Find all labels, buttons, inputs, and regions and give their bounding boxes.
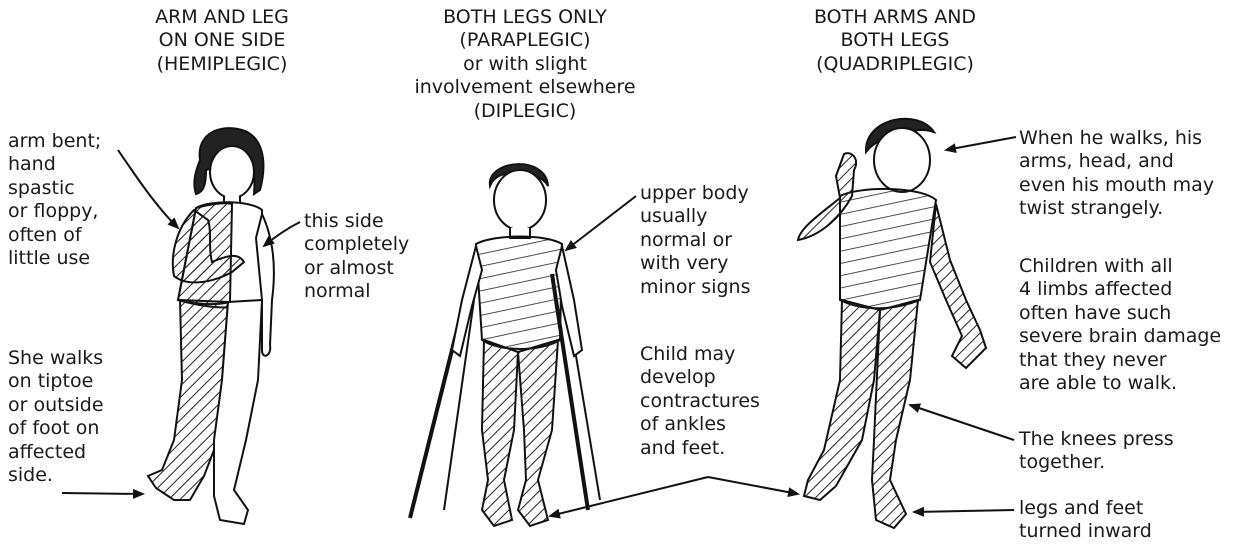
right-leg <box>872 300 918 528</box>
face <box>874 128 930 192</box>
arrow-feet <box>914 510 1014 512</box>
diplegic-heading: BOTH LEGS ONLY (PARAPLEGIC) or with slig… <box>400 6 650 123</box>
face <box>210 146 254 198</box>
callout-contractures: Child may develop contractures of ankles… <box>640 343 760 460</box>
callout-knees-press: The knees press together. <box>1019 428 1174 475</box>
callout-feet-inward: legs and feet turned inward <box>1019 497 1152 544</box>
left-arm <box>452 246 482 356</box>
arrow-knees <box>910 405 1014 440</box>
callout-twist-strangely: When he walks, his arms, head, and even … <box>1019 127 1214 221</box>
callout-upper-body-normal: upper body usually normal or with very m… <box>640 182 750 299</box>
arrow-twist <box>946 137 1016 150</box>
torso <box>476 237 562 350</box>
hemiplegic-figure <box>148 128 274 524</box>
left-leg <box>804 300 880 500</box>
right-leg <box>518 340 558 526</box>
quadriplegic-heading: BOTH ARMS AND BOTH LEGS (QUADRIPLEGIC) <box>765 6 1025 76</box>
arrow-upper-body <box>566 196 636 250</box>
arrow-contract-right <box>708 477 798 494</box>
diplegic-figure <box>410 164 600 526</box>
torso <box>840 189 936 308</box>
callout-she-walks-tiptoe: She walks on tiptoe or outside of foot o… <box>8 347 104 487</box>
face <box>494 170 546 230</box>
arrow-contract-left <box>550 477 708 516</box>
callout-brain-damage: Children with all 4 limbs affected often… <box>1019 255 1221 395</box>
arrow-she-walks <box>62 493 143 494</box>
callout-arm-bent: arm bent; hand spastic or floppy, often … <box>8 130 101 270</box>
left-leg <box>482 340 518 526</box>
arrow-arm-bent <box>118 150 178 228</box>
hemiplegic-heading: ARM AND LEG ON ONE SIDE (HEMIPLEGIC) <box>112 6 332 76</box>
right-arm-twisted <box>930 204 986 368</box>
quadriplegic-figure <box>798 119 986 528</box>
callout-this-side-normal: this side completely or almost normal <box>304 210 409 304</box>
